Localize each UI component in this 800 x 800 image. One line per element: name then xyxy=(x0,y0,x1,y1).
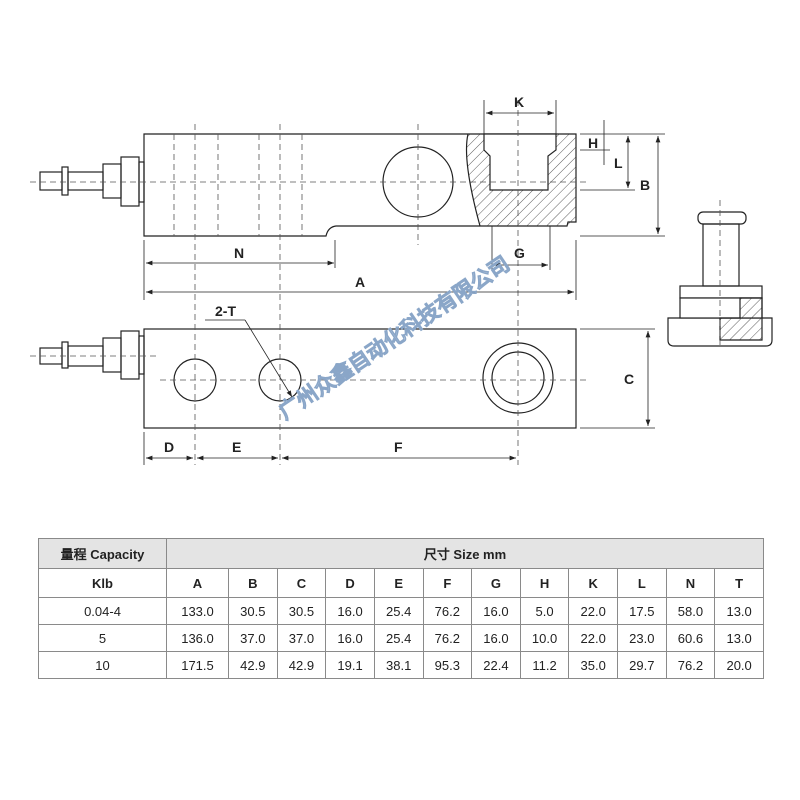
value-cell: 13.0 xyxy=(714,597,764,625)
value-cell: 25.4 xyxy=(373,597,424,625)
column-header-g: G xyxy=(471,568,521,598)
capacity-header: 量程 Capacity xyxy=(38,538,167,569)
value-cell: 58.0 xyxy=(665,597,716,625)
column-header-e: E xyxy=(373,568,424,598)
label-l: L xyxy=(614,155,623,171)
value-cell: 22.0 xyxy=(568,597,618,625)
value-cell: 16.0 xyxy=(471,624,521,652)
column-header-d: D xyxy=(325,568,375,598)
value-cell: 95.3 xyxy=(422,651,473,679)
value-cell: 13.0 xyxy=(714,624,764,652)
column-header-t: T xyxy=(714,568,764,598)
value-cell: 133.0 xyxy=(166,597,229,625)
value-cell: 23.0 xyxy=(617,624,667,652)
value-cell: 42.9 xyxy=(276,651,327,679)
value-cell: 76.2 xyxy=(665,651,716,679)
value-cell: 76.2 xyxy=(422,597,473,625)
capacity-cell: 5 xyxy=(38,624,167,652)
column-header-c: C xyxy=(276,568,327,598)
load-cell-drawing: K H L B N G A 2-T C D E F 广州众鑫自动化科技有限公司 xyxy=(30,94,773,465)
label-a: A xyxy=(355,274,365,290)
value-cell: 16.0 xyxy=(325,624,375,652)
value-cell: 76.2 xyxy=(422,624,473,652)
label-k: K xyxy=(514,94,524,110)
value-cell: 5.0 xyxy=(519,597,570,625)
value-cell: 17.5 xyxy=(617,597,667,625)
value-cell: 136.0 xyxy=(166,624,229,652)
value-cell: 22.4 xyxy=(471,651,521,679)
value-cell: 30.5 xyxy=(228,597,278,625)
value-cell: 38.1 xyxy=(373,651,424,679)
column-header-n: N xyxy=(665,568,716,598)
column-header-f: F xyxy=(422,568,473,598)
value-cell: 16.0 xyxy=(471,597,521,625)
label-d: D xyxy=(164,439,174,455)
label-f: F xyxy=(394,439,403,455)
value-cell: 16.0 xyxy=(325,597,375,625)
value-cell: 171.5 xyxy=(166,651,229,679)
column-header-l: L xyxy=(617,568,667,598)
value-cell: 60.6 xyxy=(665,624,716,652)
value-cell: 22.0 xyxy=(568,624,618,652)
size-header: 尺寸 Size mm xyxy=(166,538,764,569)
value-cell: 37.0 xyxy=(228,624,278,652)
value-cell: 20.0 xyxy=(714,651,764,679)
column-header-h: H xyxy=(519,568,570,598)
label-2t: 2-T xyxy=(215,303,236,319)
column-header-k: K xyxy=(568,568,618,598)
capacity-cell: 0.04-4 xyxy=(38,597,167,625)
value-cell: 11.2 xyxy=(519,651,570,679)
value-cell: 19.1 xyxy=(325,651,375,679)
label-b: B xyxy=(640,177,650,193)
value-cell: 25.4 xyxy=(373,624,424,652)
label-h: H xyxy=(588,135,598,151)
label-c: C xyxy=(624,371,634,387)
value-cell: 30.5 xyxy=(276,597,327,625)
label-e: E xyxy=(232,439,241,455)
value-cell: 42.9 xyxy=(228,651,278,679)
value-cell: 29.7 xyxy=(617,651,667,679)
value-cell: 37.0 xyxy=(276,624,327,652)
value-cell: 10.0 xyxy=(519,624,570,652)
label-g: G xyxy=(514,245,525,261)
value-cell: 35.0 xyxy=(568,651,618,679)
label-n: N xyxy=(234,245,244,261)
column-header-b: B xyxy=(228,568,278,598)
capacity-cell: 10 xyxy=(38,651,167,679)
unit-header: Klb xyxy=(38,568,167,598)
column-header-a: A xyxy=(166,568,229,598)
